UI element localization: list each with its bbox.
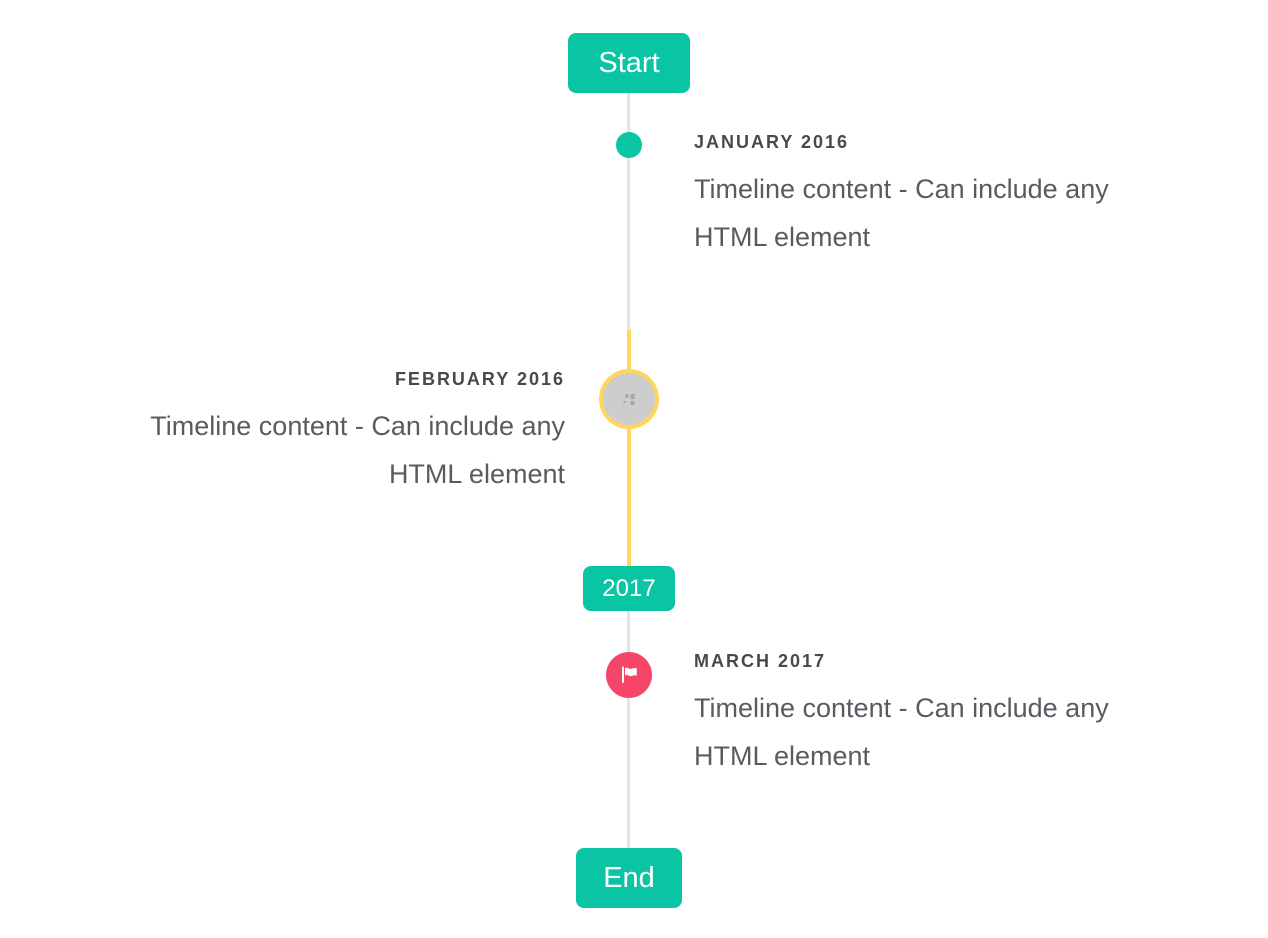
item-content-march: Timeline content - Can include any HTML … <box>694 684 1234 780</box>
timeline-item-march: MARCH 2017 Timeline content - Can includ… <box>694 652 1234 780</box>
item-title-january: JANUARY 2016 <box>694 132 850 152</box>
broken-image-icon <box>622 392 637 406</box>
timeline-item-february: FEBRUARY 2016 Timeline content - Can inc… <box>25 370 565 498</box>
start-badge[interactable]: Start <box>568 33 690 93</box>
year-2017-badge[interactable]: 2017 <box>583 566 675 611</box>
march-flag-marker[interactable] <box>606 652 652 698</box>
item-content-line: HTML element <box>388 459 565 489</box>
item-content-line: HTML element <box>694 222 871 252</box>
flag-icon <box>617 663 641 687</box>
january-dot-marker[interactable] <box>616 132 642 158</box>
item-content-february: Timeline content - Can include any HTML … <box>25 402 565 498</box>
timeline-line-segment-gray-top <box>627 93 630 330</box>
timeline-line-segment-gray-bottom <box>627 611 630 848</box>
item-content-line: Timeline content - Can include any <box>150 411 565 441</box>
timeline-line-segment-yellow <box>627 330 631 566</box>
item-title-march: MARCH 2017 <box>694 651 827 671</box>
february-circle-marker[interactable] <box>599 369 659 429</box>
item-content-line: Timeline content - Can include any <box>694 693 1109 723</box>
timeline-item-january: JANUARY 2016 Timeline content - Can incl… <box>694 133 1234 261</box>
item-title-february: FEBRUARY 2016 <box>394 369 565 389</box>
item-content-line: HTML element <box>694 741 871 771</box>
item-content-january: Timeline content - Can include any HTML … <box>694 165 1234 261</box>
end-badge[interactable]: End <box>576 848 682 908</box>
item-content-line: Timeline content - Can include any <box>694 174 1109 204</box>
